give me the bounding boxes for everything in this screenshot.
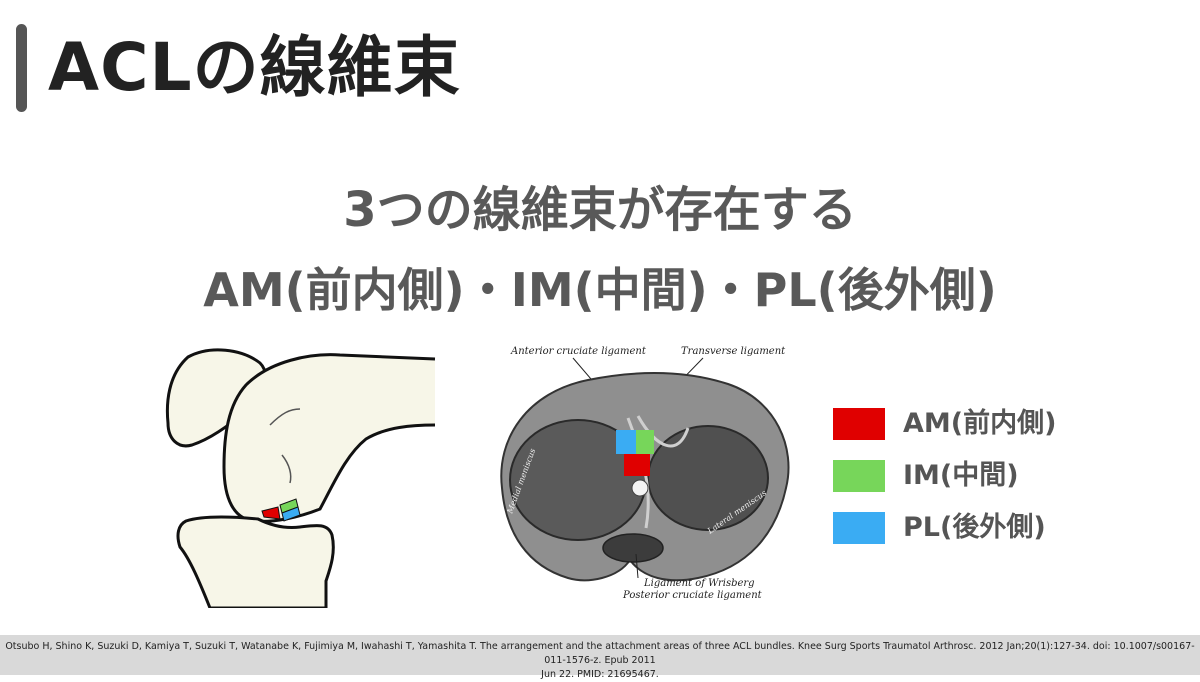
am-footprint — [261, 506, 281, 520]
headline-line-2: AM(前内側)・IM(中間)・PL(後外側) — [203, 263, 997, 317]
acl-center — [631, 479, 649, 497]
label-anterior-cruciate: Anterior cruciate ligament — [510, 346, 647, 357]
pcl-attachment — [602, 533, 664, 563]
headline-line-1: 3つの線維束が存在する — [343, 182, 857, 238]
am-bundle — [624, 454, 650, 476]
legend-swatch-am — [833, 408, 885, 440]
title-accent-bar — [16, 24, 27, 112]
label-posterior-cruciate: Posterior cruciate ligament — [622, 590, 763, 601]
legend-label-am: AM(前内側) — [903, 408, 1057, 439]
pl-bundle — [616, 430, 636, 454]
legend-label-im: IM(中間) — [903, 460, 1019, 491]
leader-wrisberg — [635, 553, 639, 579]
im-bundle — [636, 430, 654, 454]
patella-bone — [165, 348, 267, 448]
legend-swatch-im — [833, 460, 885, 492]
slide-title: ACLの線維束 — [48, 29, 461, 106]
label-wrisberg: Ligament of Wrisberg — [643, 578, 755, 589]
label-transverse: Transverse ligament — [681, 346, 786, 357]
citation-line-1: Otsubo H, Shino K, Suzuki D, Kamiya T, S… — [5, 641, 1195, 666]
pl-footprint — [281, 506, 301, 522]
tibia-bone — [176, 515, 335, 608]
knee-sagittal-illustration — [165, 348, 436, 608]
citation-footer: Otsubo H, Shino K, Suzuki D, Kamiya T, S… — [0, 635, 1200, 680]
tibial-plateau-illustration: Anterior cruciate ligament Transverse li… — [500, 346, 790, 601]
legend-swatch-pl — [833, 512, 885, 544]
femur-bone — [222, 353, 436, 523]
femur-contour — [269, 408, 301, 484]
legend-label-pl: PL(後外側) — [903, 512, 1046, 543]
lateral-condyle — [647, 425, 769, 531]
citation-line-2: Jun 22. PMID: 21695467. — [541, 669, 659, 680]
